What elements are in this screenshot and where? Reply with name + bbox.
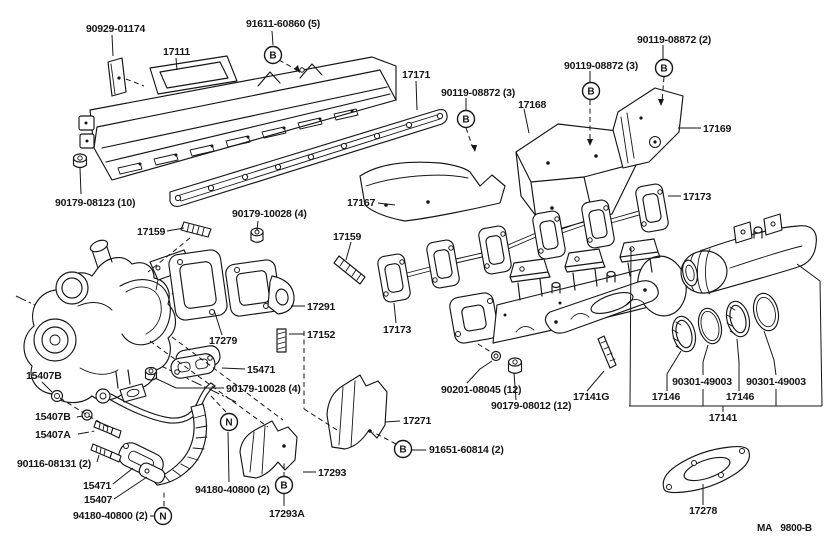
heat-insulator-17293-drawing bbox=[239, 420, 298, 479]
label-17278: 17278 bbox=[689, 505, 718, 517]
svg-text:B: B bbox=[660, 64, 667, 75]
intake-gasket-17171-drawing bbox=[169, 108, 448, 208]
label-17159-right: 17159 bbox=[333, 231, 362, 243]
exhaust-port-gaskets-17173-drawing bbox=[377, 183, 669, 303]
label-15471-bottom: 15471 bbox=[83, 480, 112, 492]
label-17152: 17152 bbox=[307, 329, 336, 341]
washer-15407B-drawing bbox=[50, 389, 93, 421]
lock-plate-90929-drawing bbox=[107, 57, 127, 97]
gasket-15471-lower-drawing bbox=[118, 442, 166, 484]
nut-90179-08012-drawing bbox=[507, 357, 523, 374]
label-17146-1: 17146 bbox=[652, 391, 681, 403]
label-90179-08123: 90179-08123 (10) bbox=[55, 197, 135, 209]
fastener-symbol-B-1: B bbox=[456, 109, 476, 129]
label-15407B-2: 15407B bbox=[35, 411, 71, 423]
turbocharger-drawing bbox=[15, 239, 237, 404]
label-17169: 17169 bbox=[703, 123, 732, 135]
label-17141: 17141 bbox=[709, 412, 738, 424]
svg-text:B: B bbox=[587, 87, 594, 98]
svg-text:B: B bbox=[280, 481, 287, 492]
label-90119-08872-3-rt: 90119-08872 (3) bbox=[564, 60, 638, 72]
label-90179-10028-top: 90179-10028 (4) bbox=[232, 208, 307, 220]
tail-pipe-drawing bbox=[680, 213, 817, 295]
fastener-symbol-B-0: B bbox=[263, 45, 283, 65]
gasket-15471-upper-drawing bbox=[170, 345, 221, 379]
nut-90179-08123-drawing bbox=[72, 153, 88, 169]
fastener-symbol-N-7: N bbox=[153, 506, 173, 526]
bolt-90116-08131-drawing bbox=[90, 443, 122, 463]
gasket-17279-drawing bbox=[168, 249, 228, 321]
label-90119-08872-3-ctr: 90119-08872 (3) bbox=[441, 87, 515, 99]
label-17173-right: 17173 bbox=[683, 191, 712, 203]
label-90929-01174: 90929-01174 bbox=[86, 23, 145, 35]
label-17279: 17279 bbox=[209, 335, 238, 347]
label-90116-08131: 90116-08131 (2) bbox=[17, 458, 91, 470]
leader-lines bbox=[41, 30, 823, 517]
fastener-symbol-B-3: B bbox=[654, 58, 674, 78]
label-17159-left: 17159 bbox=[137, 226, 166, 238]
stud-17141G-drawing bbox=[597, 335, 617, 369]
stud-17159-left-drawing bbox=[180, 221, 212, 238]
heat-insulator-17167-drawing bbox=[359, 161, 506, 222]
exhaust-manifold-17141-drawing bbox=[449, 238, 687, 344]
seal-rings-drawing bbox=[671, 292, 780, 353]
label-17111: 17111 bbox=[163, 46, 190, 58]
label-17173-center: 17173 bbox=[383, 324, 412, 336]
svg-text:B: B bbox=[399, 445, 406, 456]
label-90301-49003-2: 90301-49003 bbox=[746, 376, 806, 388]
intake-manifold-17111-drawing bbox=[78, 55, 397, 181]
heat-insulator-17271-drawing bbox=[326, 374, 388, 450]
svg-text:N: N bbox=[225, 418, 232, 429]
label-15407A: 15407A bbox=[35, 429, 71, 441]
fastener-symbol-B-5: B bbox=[274, 475, 294, 495]
svg-text:B: B bbox=[462, 115, 469, 126]
label-90301-49003-1: 90301-49003 bbox=[672, 376, 732, 388]
labels-layer: 90929-01174 17111 91611-60860 (5) 17171 9011… bbox=[17, 18, 812, 534]
nut-90201-08045-drawing bbox=[490, 350, 502, 362]
label-17167: 17167 bbox=[347, 197, 376, 209]
svg-text:N: N bbox=[159, 512, 166, 523]
svg-text:B: B bbox=[269, 51, 276, 62]
bolt-15407A-drawing bbox=[93, 420, 122, 439]
label-90201-08045: 90201-08045 (12) bbox=[441, 384, 521, 396]
fastener-symbol-B-2: B bbox=[581, 81, 601, 101]
label-90179-08012: 90179-08012 (12) bbox=[491, 400, 571, 412]
manifold-17291-drawing bbox=[225, 259, 295, 317]
fasteners-layer: B B B B B B N N bbox=[153, 45, 674, 526]
label-17168: 17168 bbox=[518, 99, 547, 111]
label-15407B-1: 15407B bbox=[26, 370, 62, 382]
label-17271: 17271 bbox=[403, 415, 432, 427]
label-91611-60860: 91611-60860 (5) bbox=[246, 18, 320, 30]
label-15471-top: 15471 bbox=[247, 364, 276, 376]
label-17141G: 17141G bbox=[573, 391, 609, 403]
label-17146-2: 17146 bbox=[726, 391, 755, 403]
label-17293A: 17293A bbox=[269, 508, 305, 520]
fastener-symbol-B-4: B bbox=[393, 439, 413, 459]
label-91651-60814: 91651-60814 (2) bbox=[429, 444, 504, 456]
label-94180-40800-1: 94180-40800 (2) bbox=[73, 510, 148, 522]
label-17291: 17291 bbox=[307, 301, 336, 313]
nut-90179-10028-top-drawing bbox=[250, 227, 264, 243]
stud-17152-drawing bbox=[276, 328, 287, 353]
fastener-symbol-N-6: N bbox=[219, 412, 239, 432]
heat-insulator-17169-drawing bbox=[612, 87, 684, 169]
figure-code: MA 9800-B bbox=[757, 523, 812, 534]
oil-pipe-15407-drawing bbox=[95, 382, 216, 486]
label-17293: 17293 bbox=[318, 467, 347, 479]
label-15407: 15407 bbox=[84, 494, 113, 506]
label-94180-40800-2: 94180-40800 (2) bbox=[195, 484, 270, 496]
gasket-17278-drawing bbox=[662, 445, 751, 494]
stud-17159-right-drawing bbox=[333, 255, 366, 285]
label-90179-10028-2: 90179-10028 (4) bbox=[226, 383, 301, 395]
label-17171: 17171 bbox=[402, 69, 431, 81]
label-90119-08872-2: 90119-08872 (2) bbox=[637, 34, 711, 46]
nut-90179-10028-2-drawing bbox=[144, 366, 158, 381]
